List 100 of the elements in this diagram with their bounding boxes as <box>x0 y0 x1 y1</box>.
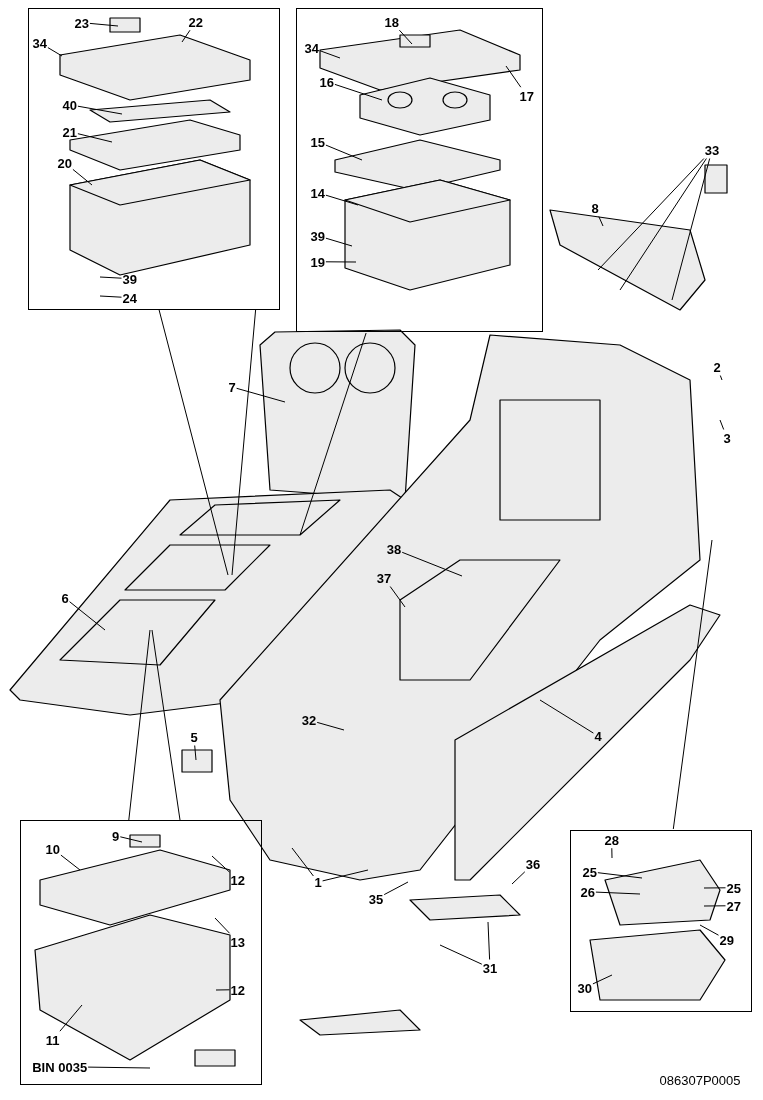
leader-line <box>69 601 106 631</box>
callout-number: 19 <box>310 254 325 270</box>
callout-number: 29 <box>719 932 734 948</box>
leader-line <box>325 194 359 206</box>
callout-number: 25 <box>726 880 741 896</box>
leader-line <box>77 133 113 143</box>
leader-line <box>334 83 383 101</box>
leader-line <box>487 921 491 960</box>
leader-line <box>99 276 122 279</box>
callout-number: 40 <box>62 97 77 113</box>
leader-line <box>595 891 641 895</box>
callout-number: 15 <box>310 134 325 150</box>
leader-line <box>158 309 229 576</box>
leader-line <box>322 869 369 882</box>
leader-line <box>89 22 119 27</box>
callout-number: 32 <box>301 712 317 728</box>
leader-line <box>59 1004 83 1032</box>
leader-line <box>325 144 363 161</box>
callout-number: 35 <box>368 891 384 907</box>
leader-line <box>181 29 191 43</box>
leader-line <box>231 309 257 576</box>
callout-number: 5 <box>190 729 198 745</box>
inset-frame <box>570 830 752 1012</box>
leader-line <box>719 419 725 430</box>
leader-line <box>389 586 406 608</box>
leader-line <box>611 847 613 859</box>
leader-line <box>671 158 711 301</box>
callout-number: 21 <box>62 124 77 140</box>
callout-number: 12 <box>230 872 245 888</box>
callout-number: 10 <box>45 841 60 857</box>
leader-line <box>325 261 357 263</box>
inset-frame <box>296 8 543 332</box>
leader-line <box>719 375 723 381</box>
callout-number: 31 <box>482 960 498 976</box>
leader-line <box>539 699 594 734</box>
callout-number: BIN 0035 <box>32 1059 88 1075</box>
callout-number: 8 <box>591 200 599 216</box>
callout-number: 22 <box>188 14 203 30</box>
leader-line <box>699 924 719 936</box>
leader-line <box>236 387 286 403</box>
callout-number: 26 <box>580 884 595 900</box>
leader-line <box>214 917 230 934</box>
leader-line <box>672 539 713 830</box>
leader-line <box>299 332 367 536</box>
callout-number: 34 <box>32 35 47 51</box>
callout-number: 2 <box>713 359 721 375</box>
callout-number: 34 <box>304 40 319 56</box>
leader-line <box>211 855 230 873</box>
leader-line <box>151 629 181 821</box>
drawing-number: 086307P0005 <box>659 1072 741 1088</box>
callout-number: 27 <box>726 898 741 914</box>
callout-number: 20 <box>57 155 72 171</box>
leader-line <box>703 905 726 907</box>
callout-number: 3 <box>723 430 731 446</box>
leader-line <box>215 989 230 991</box>
leader-line <box>398 29 413 45</box>
leader-line <box>60 854 81 871</box>
leader-line <box>72 168 93 186</box>
callout-number: 12 <box>230 982 245 998</box>
inset-frame <box>20 820 262 1085</box>
callout-number: 23 <box>74 15 89 31</box>
callout-number: 39 <box>122 271 137 287</box>
leader-line <box>439 944 483 965</box>
leader-line <box>401 551 463 577</box>
leader-line <box>316 721 345 731</box>
leader-line <box>87 1066 151 1069</box>
leader-line <box>597 872 643 879</box>
callout-number: 13 <box>230 934 245 950</box>
leader-line <box>592 974 613 985</box>
inset-frame <box>28 8 280 310</box>
callout-number: 30 <box>577 980 592 996</box>
leader-line <box>597 158 705 271</box>
callout-number: 16 <box>319 74 334 90</box>
leader-line <box>703 887 726 889</box>
callout-number: 1 <box>314 874 322 890</box>
callout-number: 39 <box>310 228 325 244</box>
callout-number: 36 <box>525 856 541 872</box>
callout-number: 11 <box>45 1032 60 1048</box>
leader-line <box>319 50 341 59</box>
leader-line <box>598 216 604 227</box>
leader-line <box>291 847 314 877</box>
leader-line <box>383 881 409 896</box>
callout-number: 25 <box>582 864 597 880</box>
leader-line <box>99 295 122 298</box>
leader-line <box>619 158 707 291</box>
callout-number: 4 <box>594 728 602 744</box>
leader-line <box>325 237 353 247</box>
leader-line <box>77 105 123 115</box>
callout-number: 37 <box>376 570 392 586</box>
leader-line <box>128 629 151 821</box>
callout-number: 17 <box>519 88 534 104</box>
callout-number: 14 <box>310 185 325 201</box>
leader-line <box>47 47 63 57</box>
callout-number: 6 <box>61 590 69 606</box>
callout-number: 24 <box>122 290 137 306</box>
callout-number: 18 <box>384 14 399 30</box>
leader-line <box>119 836 143 843</box>
callout-number: 28 <box>604 832 619 848</box>
callout-number: 38 <box>386 541 402 557</box>
leader-line <box>194 745 197 761</box>
